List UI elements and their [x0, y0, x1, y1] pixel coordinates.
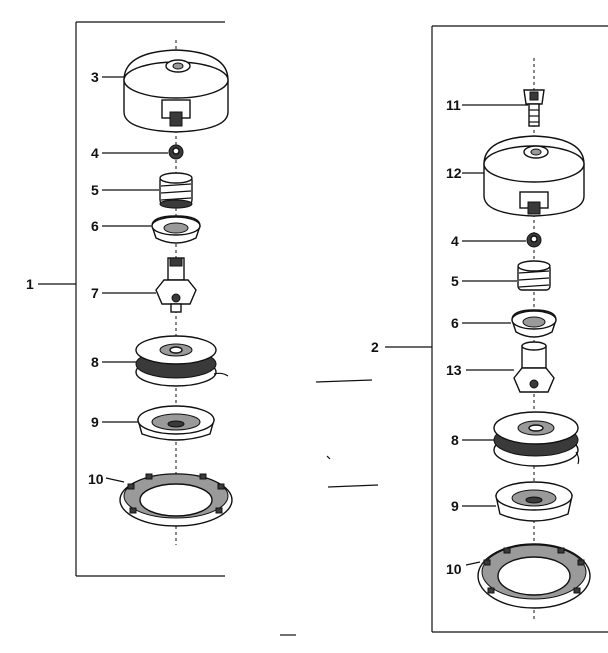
right-part-label-10: 10 [446, 561, 462, 577]
right-part-8-spool [493, 411, 580, 467]
left-part-label-5: 5 [91, 182, 99, 198]
right-part-9-housing [495, 481, 573, 522]
right-part-label-8: 8 [451, 432, 459, 448]
right-part-11-bolt [523, 89, 545, 127]
left-part-label-4: 4 [91, 145, 99, 161]
left-assembly-frame [38, 21, 225, 577]
right-part-label-5: 5 [451, 273, 459, 289]
right-part-label-11: 11 [446, 97, 461, 113]
right-part-6-hub [511, 309, 557, 338]
left-part-3-cover [123, 49, 229, 133]
left-part-label-6: 6 [91, 218, 99, 234]
right-part-label-6: 6 [451, 315, 459, 331]
right-part-4-eyelet [526, 232, 542, 248]
left-part-label-9: 9 [91, 414, 99, 430]
left-part-7-adapter [155, 257, 197, 313]
left-part-10-ring [119, 473, 233, 527]
right-part-5-spring [517, 260, 551, 291]
stray-mark [326, 455, 331, 460]
left-part-8-spool [135, 335, 229, 387]
left-part-label-10: 10 [88, 471, 104, 487]
right-part-13-adapter [513, 341, 555, 393]
assembly-label-2: 2 [371, 339, 379, 355]
left-part-label-3: 3 [91, 69, 99, 85]
stray-mark [315, 379, 373, 383]
left-part-4-eyelet [168, 144, 184, 160]
left-part-5-spring [159, 172, 193, 209]
right-part-label-12: 12 [446, 165, 462, 181]
assembly-label-1: 1 [26, 276, 34, 292]
right-part-10-ring [477, 543, 591, 609]
stray-mark [327, 484, 379, 488]
right-assembly-frame [385, 25, 608, 633]
left-part-9-housing [137, 405, 215, 441]
left-part-label-8: 8 [91, 354, 99, 370]
right-part-label-4: 4 [451, 233, 459, 249]
left-part-6-hub [151, 215, 201, 244]
right-part-label-13: 13 [446, 362, 462, 378]
left-part-label-7: 7 [91, 285, 99, 301]
right-part-label-9: 9 [451, 498, 459, 514]
right-part-12-cover [483, 135, 585, 217]
